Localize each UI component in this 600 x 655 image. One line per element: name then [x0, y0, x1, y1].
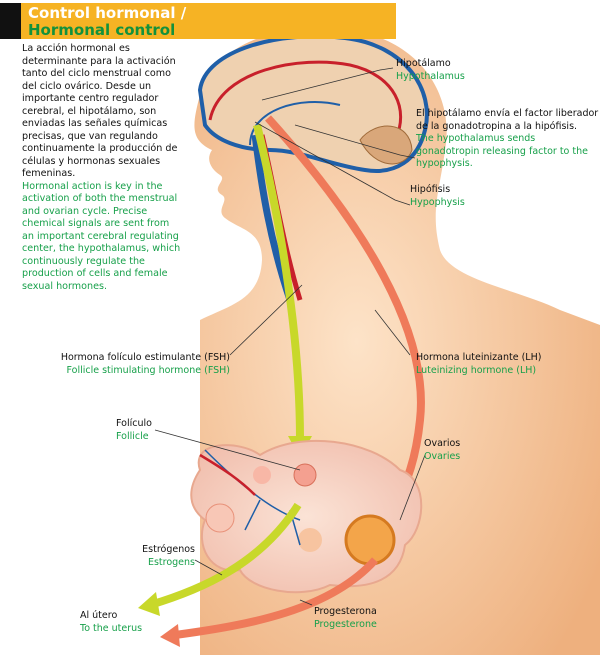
- label-en: To the uterus: [80, 622, 143, 634]
- title-accent-bar: [0, 3, 21, 39]
- progesterone-arrow: [174, 557, 378, 639]
- intro-english: Hormonal action is key in the activation…: [22, 180, 181, 292]
- label-follicle: Folículo Follicle: [116, 418, 152, 443]
- label-en: Ovaries: [424, 450, 461, 462]
- label-es: Ovarios: [424, 438, 461, 449]
- label-es: Hormona luteinizante (LH): [416, 352, 542, 363]
- intro-spanish: La acción hormonal es determinante para …: [22, 43, 178, 179]
- label-hypophysis: Hipófisis Hypophysis: [410, 184, 465, 209]
- label-estrogens: Estrógenos Estrogens: [130, 544, 195, 569]
- label-en: Progesterone: [314, 618, 377, 630]
- label-es: Hipófisis: [410, 184, 451, 195]
- label-es: Estrógenos: [142, 544, 195, 555]
- label-en: Follicle: [116, 430, 149, 442]
- label-es: Hipotálamo: [396, 58, 451, 69]
- label-grf: El hipotálamo envía el factor liberador …: [416, 108, 600, 171]
- label-en: Luteinizing hormone (LH): [416, 364, 537, 376]
- label-fsh: Hormona folículo estimulante (FSH) Folli…: [40, 352, 230, 377]
- label-en: Hypothalamus: [396, 70, 465, 82]
- label-es: Al útero: [80, 610, 118, 621]
- label-en: Follicle stimulating hormone (FSH): [66, 364, 230, 376]
- label-es: Folículo: [116, 418, 152, 429]
- label-en: Estrogens: [147, 556, 195, 568]
- leader-lines: [154, 67, 426, 606]
- label-progesterone: Progesterona Progesterone: [314, 606, 377, 631]
- label-es: Hormona folículo estimulante (FSH): [60, 352, 230, 363]
- label-es: Progesterona: [314, 606, 377, 617]
- label-es: El hipotálamo envía el factor liberador …: [416, 108, 599, 132]
- estrogen-arrow: [148, 502, 302, 609]
- title-spanish: Control hormonal /: [28, 4, 187, 22]
- label-en: The hypothalamus sends gonadotropin rele…: [416, 133, 588, 169]
- label-hypothalamus: Hipotálamo Hypothalamus: [396, 58, 465, 83]
- label-en: Hypophysis: [410, 196, 465, 208]
- label-uterus: Al útero To the uterus: [80, 610, 142, 635]
- intro-text: La acción hormonal es determinante para …: [22, 43, 182, 293]
- title-banner: Control hormonal / Hormonal control: [0, 3, 396, 39]
- fsh-arrow: [253, 124, 304, 441]
- title-english: Hormonal control: [28, 21, 176, 39]
- label-ovaries: Ovarios Ovaries: [424, 438, 460, 463]
- label-lh: Hormona luteinizante (LH) Luteinizing ho…: [416, 352, 541, 377]
